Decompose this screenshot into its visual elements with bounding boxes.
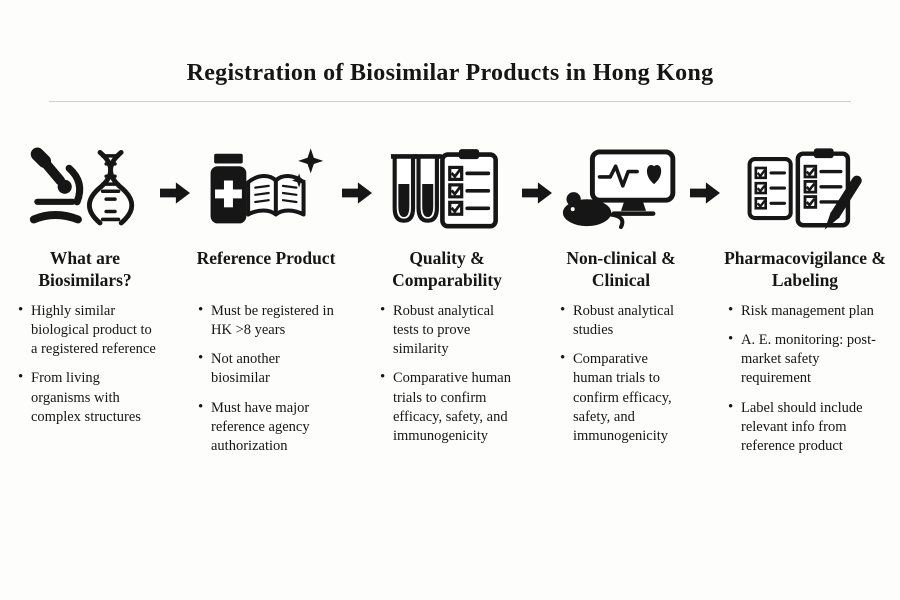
bullet-item: Robust analytical studies	[560, 301, 688, 340]
step-column-biosimilars: What are Biosimilars? Highly similar bio…	[10, 138, 160, 437]
bullet-item: Not another biosimilar	[198, 349, 340, 388]
bullet-item: Robust analytical tests to prove similar…	[380, 301, 520, 359]
step-bullets: Robust analytical tests to prove similar…	[372, 301, 522, 456]
step-title: Non-clinical & Clinical	[566, 248, 676, 290]
bullet-item: Label should include relevant info from …	[728, 397, 888, 456]
flow-arrow-icon	[522, 180, 552, 206]
title-divider	[49, 101, 851, 102]
test-tubes-checklist-icon	[372, 138, 522, 240]
step-bullets: Risk management plan A. E. monitoring: p…	[720, 301, 890, 466]
step-title: What are Biosimilars?	[38, 248, 132, 290]
bullet-item: Must be registered in HK >8 years	[198, 301, 340, 340]
bullet-item: Highly similar biological product to a r…	[18, 301, 158, 359]
bullet-item: Comparative human trials to confirm effi…	[560, 349, 688, 446]
bullet-item: Risk management plan	[728, 301, 888, 321]
monitor-heartbeat-mouse-icon	[552, 138, 690, 240]
clipboard-checklist-pen-icon	[720, 138, 890, 240]
step-column-quality-comparability: Quality & Comparability Robust analytica…	[372, 138, 522, 456]
bullet-item: Must have major reference agency authori…	[198, 397, 340, 456]
flow-arrow-icon	[342, 180, 372, 206]
flow-arrow-icon	[160, 180, 190, 206]
step-column-reference-product: Reference Product Must be registered in …	[190, 138, 342, 466]
step-column-nonclinical-clinical: Non-clinical & Clinical Robust analytica…	[552, 138, 690, 456]
flow-arrow-icon	[690, 180, 720, 206]
step-bullets: Must be registered in HK >8 years Not an…	[190, 301, 342, 466]
microscope-dna-icon	[10, 138, 160, 240]
step-title: Pharmacovigilance & Labeling	[724, 248, 886, 290]
process-flow: What are Biosimilars? Highly similar bio…	[0, 102, 900, 466]
step-column-pharmacovigilance-labeling: Pharmacovigilance & Labeling Risk manage…	[720, 138, 890, 466]
step-bullets: Robust analytical studies Comparative hu…	[552, 301, 690, 456]
medicine-bottle-book-icon	[190, 138, 342, 240]
step-title: Quality & Comparability	[392, 248, 502, 290]
page-title: Registration of Biosimilar Products in H…	[186, 60, 714, 86]
bullet-item: From living organisms with complex struc…	[18, 368, 158, 426]
bullet-item: Comparative human trials to confirm effi…	[380, 368, 520, 446]
step-bullets: Highly similar biological product to a r…	[10, 301, 160, 437]
bullet-item: A. E. monitoring: post-market safety req…	[728, 330, 888, 388]
step-title: Reference Product	[196, 248, 336, 268]
